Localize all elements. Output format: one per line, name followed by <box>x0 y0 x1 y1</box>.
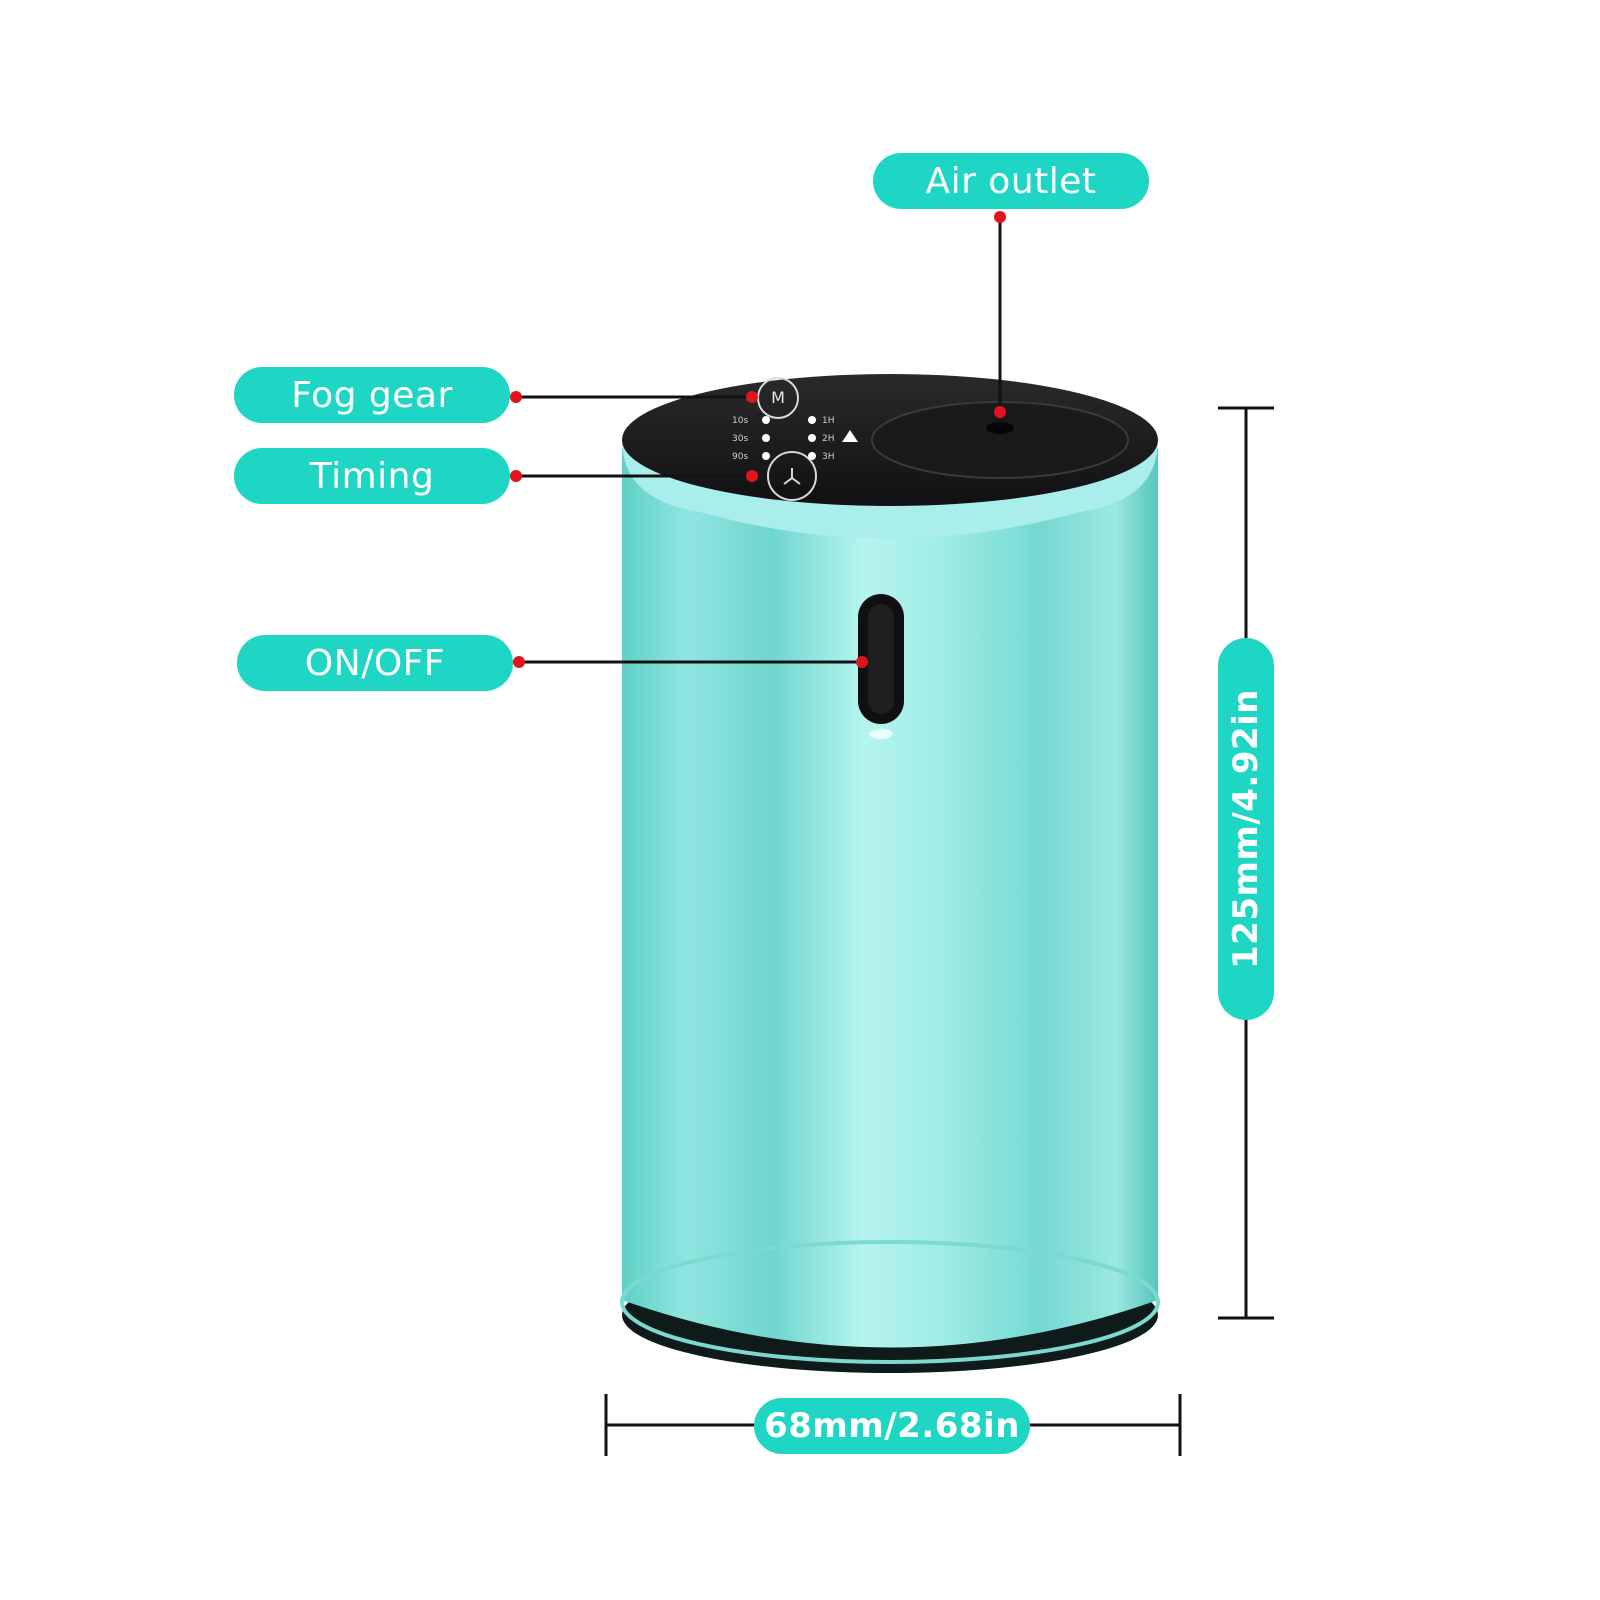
leader-lines <box>516 217 1002 664</box>
timing-label: Timing <box>234 448 510 504</box>
timer-glyph <box>783 468 801 485</box>
pointer-dots <box>510 211 1006 668</box>
timing-label: 2H <box>822 434 835 444</box>
fog-gear-label: Fog gear <box>234 367 510 423</box>
timing-label: 90s <box>732 452 749 462</box>
outlet-hole <box>986 422 1014 434</box>
mode-button-ring <box>757 377 799 419</box>
diffuser-body <box>622 448 1158 1348</box>
indicator-arrow <box>842 430 858 442</box>
timing-label: 10s <box>732 416 749 426</box>
width-dimension-label: 68mm/2.68in <box>754 1398 1030 1454</box>
timing-label: 30s <box>732 434 749 444</box>
height-dimension-label: 125mm/4.92in <box>1226 689 1266 969</box>
timer-button-ring <box>767 451 817 501</box>
height-dimension-pill: 125mm/4.92in <box>1218 638 1274 1020</box>
timing-left-labels: 10s 30s 90s <box>732 412 752 466</box>
power-switch-highlight <box>868 604 894 714</box>
mode-button[interactable]: M <box>771 388 785 407</box>
timing-right-labels: 1H 2H 3H <box>822 412 842 466</box>
timing-label: 1H <box>822 416 835 426</box>
height-dimension-line <box>1218 406 1274 1320</box>
timing-label: 3H <box>822 452 835 462</box>
on-off-label: ON/OFF <box>237 635 513 691</box>
width-dimension-line <box>604 1394 1182 1456</box>
bottom-rim <box>620 1240 1160 1364</box>
switch-light <box>869 729 893 739</box>
indicator-dots <box>762 416 816 460</box>
air-outlet-label: Air outlet <box>873 153 1149 209</box>
